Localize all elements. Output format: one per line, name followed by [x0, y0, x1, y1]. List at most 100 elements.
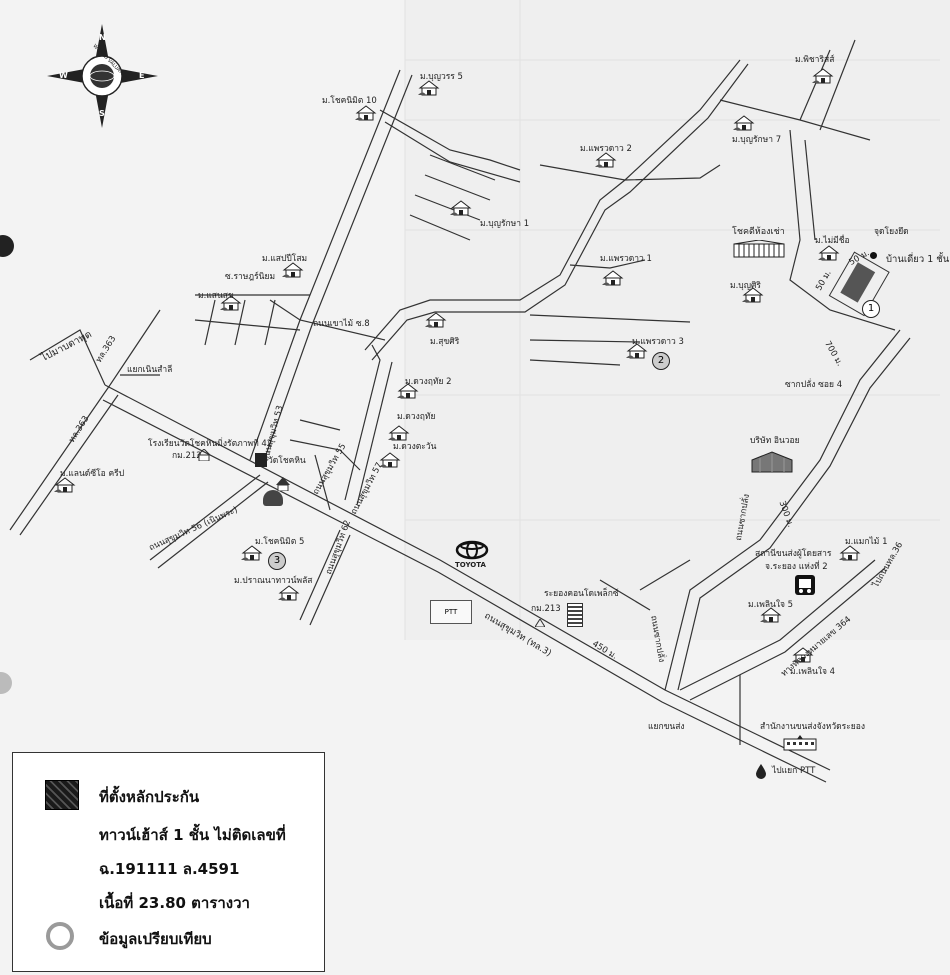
house-icon: [742, 287, 764, 303]
factory-icon: [750, 450, 794, 474]
label-thanonkhaomai: ถนนเขาไม้ ซ.8: [313, 319, 370, 329]
label-judsongyod: จุดโยงยึด: [874, 227, 909, 237]
legend-line3: ฉ.191111 ล.4591: [99, 860, 240, 878]
house-icon: [602, 270, 624, 286]
label-kmpost212: กม.212: [172, 451, 202, 461]
legend-line2: ทาวน์เฮ้าส์ 1 ชั้น ไม่ติดเลขที่: [99, 826, 286, 844]
label-baandiew: บ้านเดี่ยว 1 ชั้น: [886, 254, 950, 265]
label-duangrit: ม.ดวงฤทัย: [397, 412, 436, 422]
label-chokenimit5: ม.โชคนิมิต 5: [255, 537, 305, 547]
label-bangkokkit: บริษัท อินวอย: [750, 436, 800, 446]
collateral-swatch-icon: [45, 780, 79, 810]
house-icon: [388, 425, 410, 441]
label-maekmai1: ม.แมกไม้ 1: [845, 537, 888, 547]
house-icon: [220, 295, 242, 311]
legend-line1: ที่ตั้งหลักประกัน: [99, 788, 200, 806]
label-paraya: ม.ปราณนาทาวน์พลัส: [234, 576, 313, 586]
label-busterminal1: สถานีขนส่งผู้โดยสาร: [755, 549, 832, 559]
label-yaekninsamlee: แยกเนินสำลี: [127, 365, 173, 375]
label-paiyaekptt: ไปแยก PTT: [772, 766, 816, 776]
house-icon: [792, 647, 814, 663]
label-phraewdao3: ม.แพรวดาว 3: [632, 337, 684, 347]
label-boonyawan5: ม.บุญวรร 5: [420, 72, 463, 82]
label-duangtawan: ม.ดวงตะวัน: [393, 442, 437, 452]
property-plot: [828, 251, 890, 317]
government-office-icon: [783, 735, 817, 751]
label-kmpost213: กม.213: [531, 604, 561, 614]
legend-line4: เนื้อที่ 23.80 ตารางวา: [99, 894, 250, 912]
label-toyota: TOYOTA: [455, 561, 486, 569]
label-sukhsiri: ม.สุขศิริ: [430, 337, 460, 347]
marker-2[interactable]: 2: [652, 352, 670, 370]
road-sukhumvit: [104, 384, 831, 771]
label-boonsiri: ม.บุญศิริ: [730, 281, 761, 291]
label-maimeesue: ม.ไม่มีชื่อ: [815, 236, 850, 246]
anchor-point: [870, 252, 877, 259]
house-icon: [818, 245, 840, 261]
marker-1-label: 1: [867, 303, 875, 314]
house-icon: [812, 68, 834, 84]
ptt-station-icon: PTT: [430, 600, 472, 624]
compass-e: E: [139, 71, 145, 80]
punch-hole-top: [0, 235, 14, 257]
marker-3[interactable]: 3: [268, 552, 286, 570]
house-icon: [397, 383, 419, 399]
house-icon: [626, 343, 648, 359]
house-icon: [760, 607, 782, 623]
legend-box: ที่ตั้งหลักประกัน ทาวน์เฮ้าส์ 1 ชั้น ไม่…: [12, 752, 325, 972]
label-samnakngan: สำนักงานขนส่งจังหวัดระยอง: [760, 722, 866, 732]
label-chokenimit10: ม.โชคนิมิต 10: [322, 96, 377, 106]
label-rayongcondo: ระยองคอนโดเพล็กซ์: [544, 589, 619, 599]
km-post-icon: [534, 612, 546, 628]
house-icon: [839, 545, 861, 561]
house-icon: [282, 262, 304, 278]
marker-1[interactable]: 1: [862, 300, 880, 318]
label-saensuk: ม.แสนสุข: [198, 291, 234, 301]
label-sangplu4: ซากปลั่ง ซอย 4: [785, 380, 843, 390]
roads: [9, 39, 911, 783]
house-icon: [595, 152, 617, 168]
label-boonrakka1: ม.บุญรักษา 1: [480, 219, 530, 229]
store-icon: [255, 453, 267, 467]
house-icon: [425, 312, 447, 328]
comparison-circle-icon: [46, 922, 74, 950]
label-boonrakka7: ม.บุญรักษา 7: [732, 135, 782, 145]
toyota-logo: [455, 540, 489, 564]
background-grid: [404, 0, 940, 640]
punch-hole-bottom: [0, 672, 12, 694]
compass-s: S: [99, 109, 105, 118]
house-icon: [278, 585, 300, 601]
label-landaio: ม.แลนด์ซีโอ ครีป: [60, 469, 125, 479]
label-school: โรงเรียนวัดโชคหินมิ่งรัตภาพที่ 42: [148, 439, 273, 449]
label-yaekkhonsong: แยกขนส่ง: [648, 722, 685, 732]
house-icon: [418, 80, 440, 96]
apartment-icon: [733, 239, 785, 258]
house-icon: [54, 477, 76, 493]
house-icon: [733, 115, 755, 131]
shell-station-icon: [263, 490, 283, 506]
house-icon: [450, 200, 472, 216]
bus-icon: [795, 575, 815, 595]
label-ploenjai5: ม.เพลินใจ 5: [748, 600, 794, 610]
fuel-drop-icon: [755, 763, 767, 779]
house-icon: [241, 545, 263, 561]
label-phraewdao2: ม.แพรวดาว 2: [580, 144, 632, 154]
label-sappisom: ม.แสปปีโสม: [262, 254, 308, 264]
compass-rose: N S W E WORLD VALUATION: [45, 22, 160, 130]
temple-icon: [275, 476, 291, 492]
school-icon: [196, 446, 212, 462]
house-icon: [379, 452, 401, 468]
condo-icon: [567, 603, 583, 627]
marker-3-label: 3: [273, 555, 281, 566]
house-icon: [355, 105, 377, 121]
label-ploenjai4: ม.เพลินใจ 4: [790, 667, 836, 677]
label-busterminal2: จ.ระยอง แห่งที่ 2: [765, 562, 828, 572]
label-duangrit2: ม.ดวงฤทัย 2: [405, 377, 452, 387]
ptt-logo-text: PTT: [444, 608, 458, 616]
compass-n: N: [99, 33, 106, 42]
label-wattchoke: วัดโชคหิน: [268, 456, 306, 466]
label-ratburiniyom: ซ.ราษฎร์นิยม: [225, 272, 276, 282]
marker-2-label: 2: [657, 355, 665, 366]
compass-w: W: [59, 71, 68, 80]
